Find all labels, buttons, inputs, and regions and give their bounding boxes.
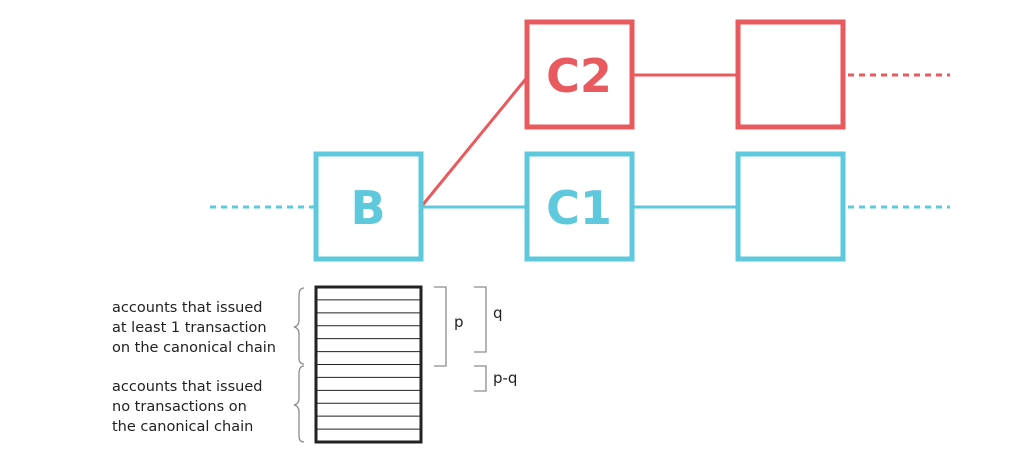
b-to-c2-link <box>419 74 531 208</box>
active-accounts-note: accounts that issued at least 1 transact… <box>112 300 276 356</box>
fork-chain <box>419 73 950 208</box>
p-minus-q-bracket <box>474 365 487 392</box>
inactive-note-line-2: no transactions on <box>112 399 247 415</box>
block-c1: C1 <box>524 151 635 262</box>
block-c2: C2 <box>524 19 635 130</box>
q-bracket <box>474 286 487 353</box>
active-accounts-brace <box>293 287 305 365</box>
block-b: B <box>313 151 424 262</box>
inactive-note-line-1: accounts that issued <box>112 379 262 395</box>
block-b-label: B <box>350 181 385 235</box>
inactive-accounts-brace <box>293 365 305 443</box>
block-c1-label: C1 <box>546 181 612 235</box>
inactive-note-line-3: the canonical chain <box>112 419 253 435</box>
active-note-line-3: on the canonical chain <box>112 340 276 356</box>
account-list <box>314 285 423 444</box>
block-canonical-next <box>735 151 846 262</box>
p-bracket <box>434 286 447 367</box>
q-label: q <box>493 304 503 322</box>
active-note-line-1: accounts that issued <box>112 300 262 316</box>
inactive-accounts-note: accounts that issued no transactions on … <box>112 379 262 435</box>
block-fork-next <box>735 19 846 130</box>
p-minus-q-label: p-q <box>493 369 517 387</box>
p-label: p <box>454 313 464 331</box>
block-c2-label: C2 <box>546 49 612 103</box>
active-note-line-2: at least 1 transaction <box>112 320 267 336</box>
